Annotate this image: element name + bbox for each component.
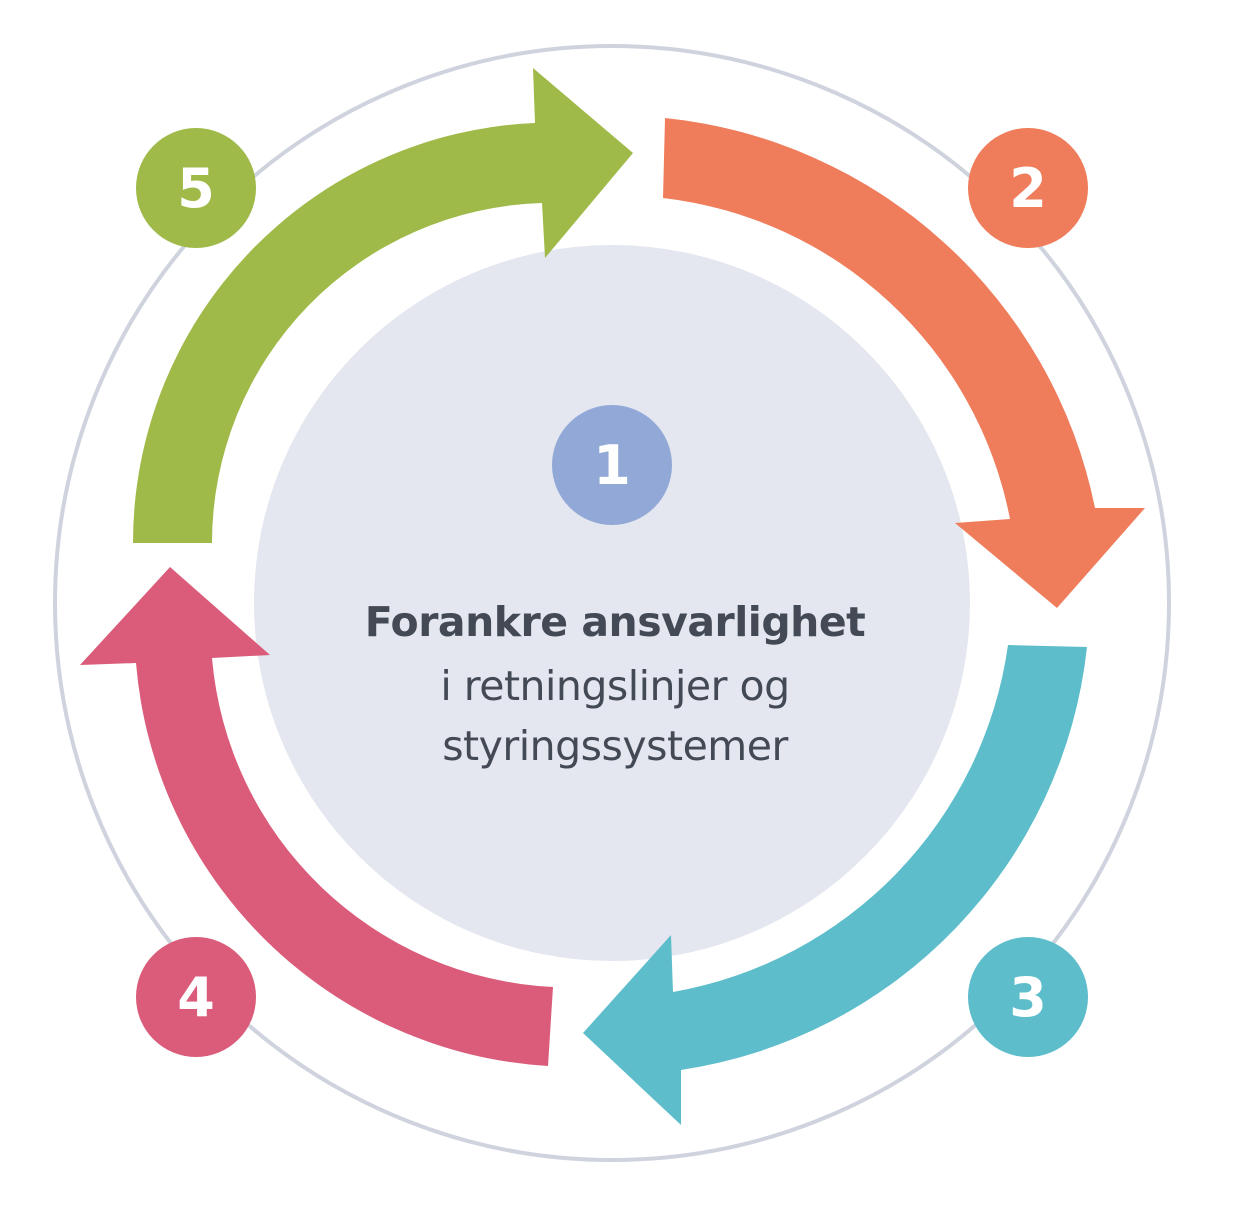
arrow-step-3 — [583, 645, 1087, 1125]
badge-step-2-number: 2 — [1009, 157, 1047, 220]
center-subtitle-line-1: i retningslinjer og — [440, 662, 790, 710]
badge-step-2: 2 — [968, 128, 1088, 248]
arrow-step-4 — [80, 567, 553, 1066]
badge-step-4: 4 — [136, 937, 256, 1057]
center-title: Forankre ansvarlighet — [364, 598, 866, 646]
badge-step-1: 1 — [552, 405, 672, 525]
badge-step-3-number: 3 — [1009, 966, 1047, 1029]
badge-step-5-number: 5 — [177, 157, 215, 220]
arrow-step-2 — [663, 118, 1145, 608]
badge-step-5: 5 — [136, 128, 256, 248]
center-disc — [254, 245, 970, 961]
center-subtitle-line-2: styringssystemer — [442, 722, 788, 770]
arrow-step-5 — [132, 68, 633, 543]
badge-step-3: 3 — [968, 937, 1088, 1057]
badge-step-1-number: 1 — [593, 434, 631, 497]
outer-ring — [53, 44, 1171, 1162]
badge-step-4-number: 4 — [177, 966, 215, 1029]
